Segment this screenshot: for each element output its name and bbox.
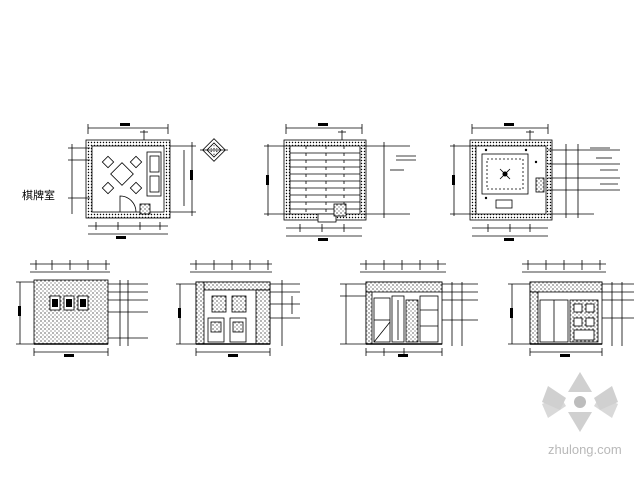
elevation-c bbox=[340, 260, 478, 357]
zhulong-logo bbox=[542, 372, 618, 432]
furniture-plan bbox=[68, 123, 228, 239]
orientation-symbol bbox=[200, 138, 228, 162]
watermark-text: zhulong.com bbox=[548, 442, 622, 457]
elevation-b bbox=[176, 260, 300, 357]
floor-boards bbox=[290, 146, 360, 214]
room-label: 棋牌室 bbox=[22, 189, 55, 202]
ceiling-plan bbox=[450, 123, 620, 241]
elevation-a bbox=[16, 260, 148, 357]
floor-plan bbox=[264, 123, 416, 241]
card-table-set bbox=[101, 155, 143, 195]
elevation-d bbox=[508, 260, 634, 357]
